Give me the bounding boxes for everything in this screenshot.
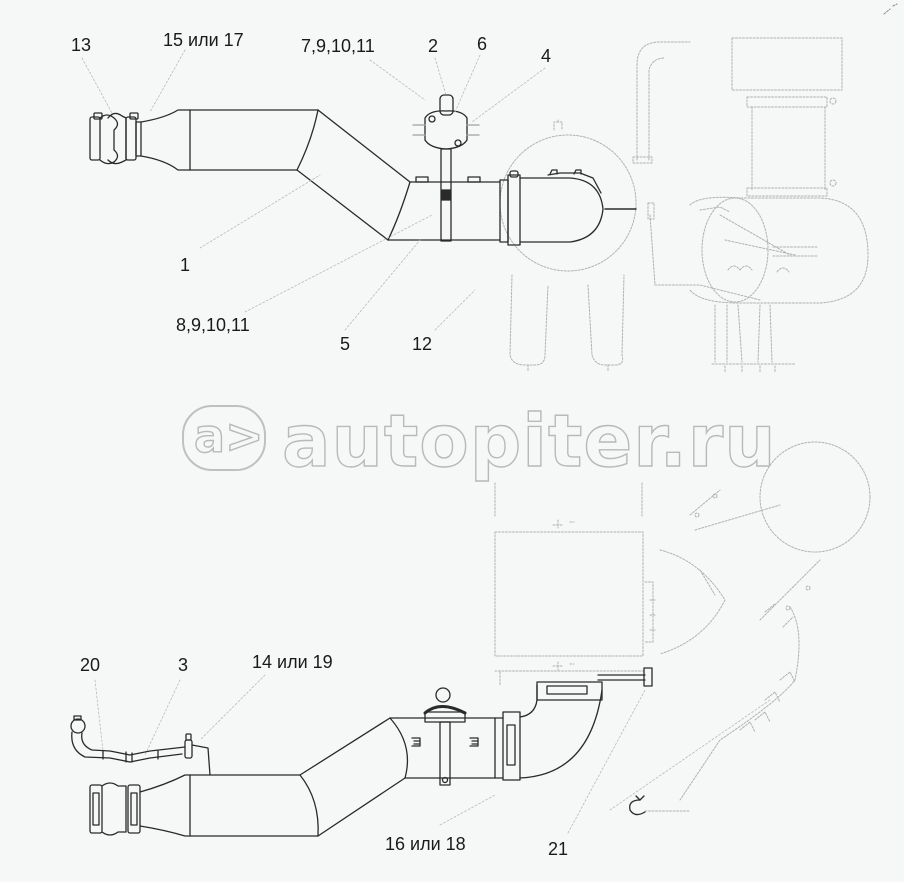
callout-1: 1 — [180, 255, 191, 275]
bottom-ghost-equipment — [494, 441, 871, 812]
top-intake-pipe — [89, 94, 604, 246]
watermark: a> autopiter.ru — [182, 398, 776, 484]
bottom-leader-lines — [94, 674, 771, 834]
watermark-logo-glyph: a> — [193, 408, 264, 463]
top-ghost-equipment — [499, 3, 898, 373]
callout-12: 12 — [412, 334, 433, 354]
callout-3: 3 — [178, 655, 189, 675]
callout-16-or-18: 16 или 18 — [385, 834, 466, 854]
callout-4: 4 — [541, 46, 552, 66]
watermark-text: autopiter.ru — [281, 398, 777, 483]
callout-5: 5 — [340, 334, 351, 354]
bottom-intake-pipe — [70, 667, 653, 837]
watermark-logo-icon: a> — [182, 405, 266, 471]
callout-13: 13 — [71, 35, 92, 55]
callout-15-or-17: 15 или 17 — [163, 30, 244, 50]
callout-21: 21 — [548, 839, 569, 859]
callout-7-9-10-11: 7,9,10,11 — [301, 36, 375, 56]
callout-14-or-19: 14 или 19 — [252, 652, 333, 672]
callout-6: 6 — [477, 34, 488, 54]
callout-8-9-10-11: 8,9,10,11 — [176, 315, 250, 335]
callout-20: 20 — [80, 655, 101, 675]
top-leader-lines — [81, 49, 546, 331]
callout-2: 2 — [428, 36, 439, 56]
